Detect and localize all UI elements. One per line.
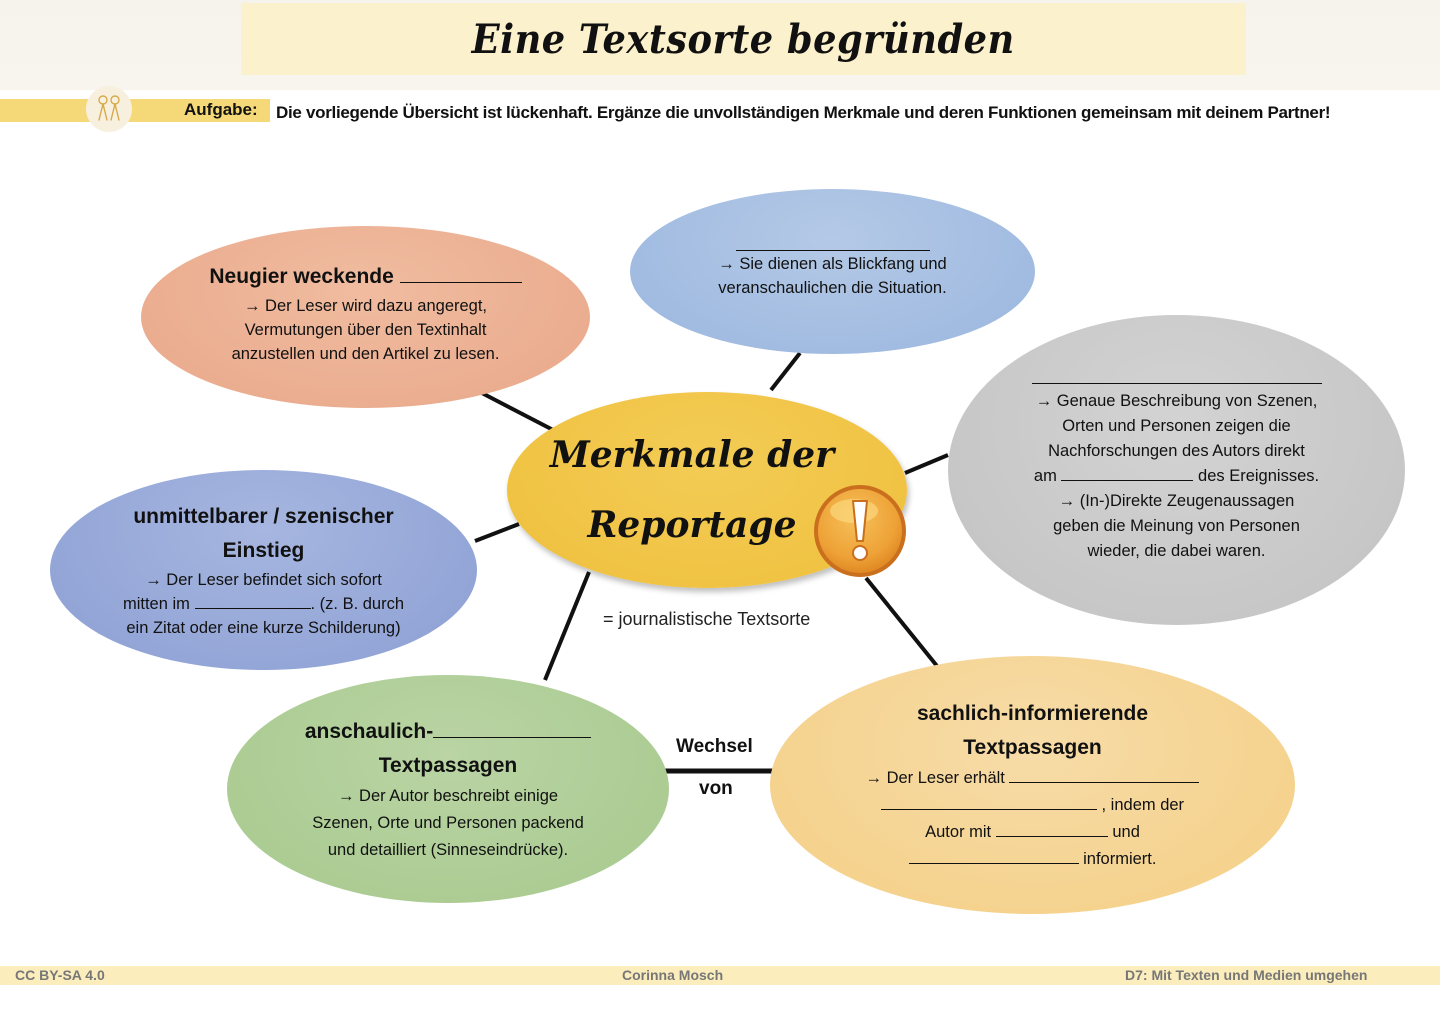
bubble-bilder: → Sie dienen als Blickfang und veranscha… <box>630 189 1035 354</box>
footer-unit: D7: Mit Texten und Medien umgehen <box>1125 967 1368 983</box>
bubble-text-line: und detailliert (Sinneseindrücke). <box>327 840 569 859</box>
bubble-text-line: geben die Meinung von Personen <box>1053 516 1300 535</box>
bubble-einstieg: unmittelbarer / szenischer Einstieg → De… <box>50 470 477 670</box>
bubble-authentizitaet: → Genaue Beschreibung von Szenen, Orten … <box>948 315 1405 625</box>
bubble-text-line: → (In-)Direkte Zeugenaussagen <box>1058 491 1295 510</box>
bubble-text-line: → Der Leser befindet sich sofort <box>145 571 382 589</box>
center-title-line1: Merkmale der <box>549 434 835 476</box>
partner-work-icon <box>86 86 132 132</box>
fill-in-blank[interactable] <box>1061 464 1194 481</box>
bubble-text: . (z. B. durch <box>310 595 405 613</box>
bubble-heading: anschaulich- <box>304 719 434 743</box>
page-title: Eine Textsorte begründen <box>471 15 1016 63</box>
center-subtitle: = journalistische Textsorte <box>603 609 811 629</box>
connector-label-top: Wechsel <box>676 736 753 757</box>
bubble-text: am <box>1033 466 1057 485</box>
fill-in-blank[interactable] <box>880 793 1097 810</box>
footer-license: CC BY-SA 4.0 <box>15 967 105 983</box>
footer-bar: CC BY-SA 4.0 Corinna Mosch D7: Mit Texte… <box>0 966 1440 985</box>
bubble-text-line: Szenen, Orte und Personen packend <box>312 813 584 832</box>
bubble-text-line: Orten und Personen zeigen die <box>1062 416 1291 435</box>
bubble-text-line: Vermutungen über den Textinhalt <box>244 321 487 339</box>
bubble-neugier: Neugier weckende → Der Leser wird dazu a… <box>141 226 590 408</box>
bubble-anschaulich: anschaulich- Textpassagen → Der Autor be… <box>227 675 669 903</box>
fill-in-blank[interactable] <box>908 847 1079 864</box>
fill-in-blank[interactable] <box>1031 367 1322 384</box>
bubble-text-line: ein Zitat oder eine kurze Schilderung) <box>126 619 401 637</box>
task-highlight-bar <box>0 99 270 122</box>
bubble-heading: sachlich-informierende <box>916 702 1149 725</box>
bubble-text-line: → Genaue Beschreibung von Szenen, <box>1035 391 1318 410</box>
bubble-sachlich: sachlich-informierende Textpassagen → De… <box>770 656 1295 914</box>
bubble-text-line: → Sie dienen als Blickfang und <box>718 254 947 273</box>
line-to-yellow <box>864 576 939 668</box>
bubble-text-line: Nachforschungen des Autors direkt <box>1048 441 1305 460</box>
fill-in-blank[interactable] <box>1009 766 1200 783</box>
bubble-heading: Neugier weckende <box>209 265 394 288</box>
bubble-heading: Einstieg <box>222 539 305 562</box>
title-banner: Eine Textsorte begründen <box>241 3 1246 75</box>
bubble-text: mitten im <box>122 595 190 613</box>
task-label: Aufgabe: <box>184 100 258 119</box>
task-instructions: Die vorliegende Übersicht ist lückenhaft… <box>276 103 1331 122</box>
fill-in-blank[interactable] <box>399 266 522 283</box>
line-to-blue-top <box>769 351 802 392</box>
bubble-text-line: veranschaulichen die Situation. <box>718 278 947 297</box>
bubble-text: Autor mit <box>925 823 992 841</box>
bubble-text: informiert. <box>1083 850 1157 868</box>
bubble-heading: Textpassagen <box>963 736 1102 759</box>
connector-label-bottom: von <box>699 778 733 799</box>
bubble-text: und <box>1112 823 1140 841</box>
fill-in-blank[interactable] <box>995 820 1108 837</box>
exclamation-warning-icon <box>812 483 908 579</box>
line-to-blue-left <box>474 522 520 543</box>
bubble-text: des Ereignisses. <box>1198 466 1320 485</box>
fill-in-blank[interactable] <box>194 592 311 609</box>
bubble-text: → Der Leser erhält <box>865 769 1005 787</box>
bubble-text-line: → Der Leser wird dazu angeregt, <box>243 297 488 315</box>
bubble-heading: Textpassagen <box>378 753 518 777</box>
fill-in-blank[interactable] <box>735 234 930 251</box>
footer-author: Corinna Mosch <box>622 967 724 983</box>
fill-in-blank[interactable] <box>433 721 592 738</box>
bubble-text: , indem der <box>1101 796 1185 814</box>
bubble-text-line: wieder, die dabei waren. <box>1087 541 1266 560</box>
line-to-gray <box>904 453 949 475</box>
center-title-line2: Reportage <box>587 504 797 546</box>
line-to-green <box>543 571 591 681</box>
bubble-heading: unmittelbarer / szenischer <box>133 505 394 528</box>
bubble-text-line: → Der Autor beschreibt einige <box>337 786 559 805</box>
bubble-text-line: anzustellen und den Artikel zu lesen. <box>231 345 500 363</box>
line-to-orange <box>477 389 558 434</box>
